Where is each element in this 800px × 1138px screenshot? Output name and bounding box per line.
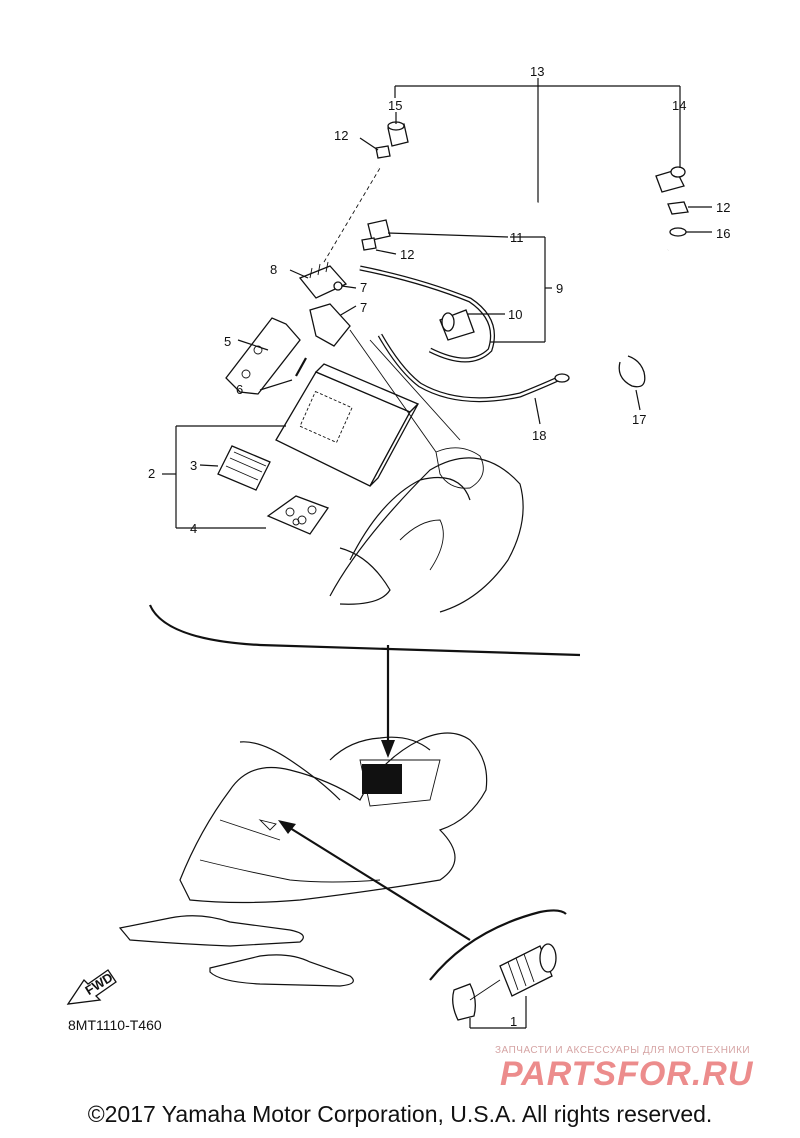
copyright-notice: ©2017 Yamaha Motor Corporation, U.S.A. A… [87, 1101, 713, 1127]
battery-band-17 [618, 355, 646, 411]
terminal-cap-15 [387, 112, 409, 147]
callout-4: 4 [190, 521, 197, 536]
callout-bracket-2 [162, 425, 286, 529]
detail-boundary [148, 604, 581, 657]
callout-9: 9 [556, 281, 563, 296]
chassis-outline [329, 329, 524, 613]
callout-bracket-9 [490, 236, 552, 343]
battery-label-3 [217, 445, 271, 491]
terminal-cap-11 [367, 219, 509, 241]
callout-3: 3 [190, 458, 197, 473]
callout-18: 18 [532, 428, 546, 443]
bolt-7-upper [333, 281, 357, 291]
nut-12-middle [361, 237, 397, 255]
callout-12-middle: 12 [400, 247, 414, 262]
callout-5: 5 [224, 334, 231, 349]
watermark-subtitle: ЗАПЧАСТИ И АКСЕССУАРЫ ДЛЯ МОТОТЕХНИКИ [495, 1045, 751, 1056]
leader-arrow-part-1 [289, 827, 471, 941]
callout-16: 16 [716, 226, 730, 241]
nut-12-left [359, 137, 391, 159]
callout-13: 13 [530, 64, 544, 79]
nut-12-right [667, 201, 712, 215]
screw-6 [259, 357, 307, 391]
callout-12-right: 12 [716, 200, 730, 215]
callout-bracket-13 [394, 78, 681, 205]
fwd-arrow-icon: FWD [66, 969, 117, 1005]
watermark-logo: PARTSFOR.RU [500, 1055, 754, 1093]
callout-2: 2 [148, 466, 155, 481]
relay-bracket [309, 303, 351, 347]
callout-15: 15 [388, 98, 402, 113]
callout-6: 6 [236, 382, 243, 397]
callout-10: 10 [508, 307, 522, 322]
terminal-cap-10 [439, 309, 505, 341]
callout-7-lower: 7 [360, 300, 367, 315]
relay-8 [289, 167, 381, 299]
callout-8: 8 [270, 262, 277, 277]
detail-boundary-lower [429, 909, 567, 981]
callout-17: 17 [632, 412, 646, 427]
battery-pad-4 [266, 495, 330, 535]
callout-12-top: 12 [334, 128, 348, 143]
callout-14: 14 [672, 98, 686, 113]
battery-bracket-5 [225, 317, 301, 395]
ring-terminal-18 [554, 373, 570, 383]
callout-7-upper: 7 [360, 280, 367, 295]
washer-16 [669, 227, 712, 237]
diagram-code: 8MT1110-T460 [68, 1017, 162, 1033]
battery-location-marker [362, 764, 402, 794]
battery-2 [275, 363, 420, 487]
callout-1: 1 [510, 1014, 517, 1029]
callout-11: 11 [510, 230, 524, 245]
power-outlet-1 [452, 943, 557, 1021]
callout-bracket-1 [469, 996, 527, 1029]
snowmobile-overview [118, 732, 488, 987]
terminal-cap-14 [655, 98, 686, 193]
